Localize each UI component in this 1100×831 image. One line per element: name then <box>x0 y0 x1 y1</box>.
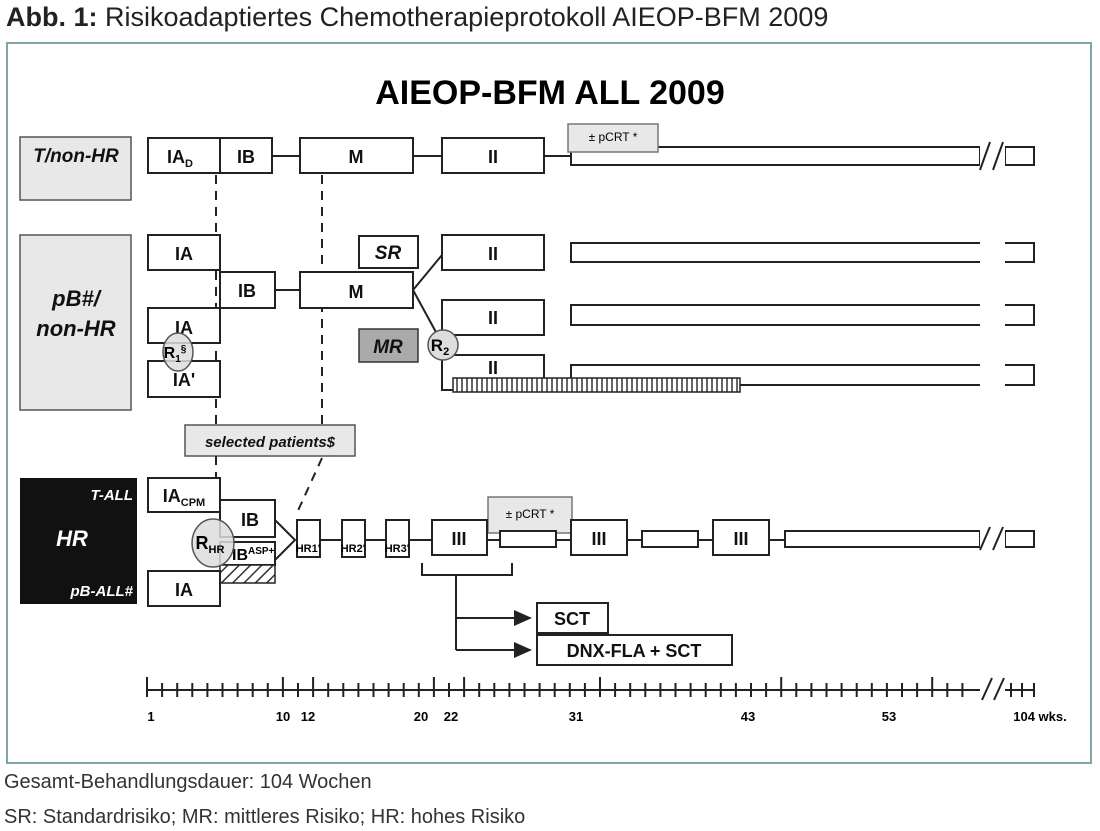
caption-prefix: Abb. 1: <box>6 2 98 32</box>
tick-label: 22 <box>444 709 458 724</box>
dnx-label: DNX-FLA + SCT <box>567 641 702 661</box>
block-hr1-label: HR1' <box>296 543 321 555</box>
block-ii-label: II <box>488 308 498 328</box>
mr-box <box>358 328 419 363</box>
footer-line-2: SR: Standardrisiko; MR: mittleres Risiko… <box>4 806 526 828</box>
block-iii-label: III <box>451 529 466 549</box>
maintenance-bar <box>570 304 1035 326</box>
tick-label: 104 wks. <box>1013 709 1067 724</box>
block-m <box>299 271 414 309</box>
maintenance-bar-end <box>1004 530 1035 548</box>
block-m <box>299 137 414 174</box>
block-iacpm-label: IACPM <box>163 486 205 509</box>
mr-label: MR <box>373 337 403 358</box>
block-ia-prime-label: IA' <box>173 370 195 390</box>
tick-label: 53 <box>882 709 896 724</box>
rhr-node <box>191 518 235 568</box>
block-iii <box>712 519 770 556</box>
block-hr3-label: HR3' <box>385 543 410 555</box>
caption-text: Risikoadaptiertes Chemotherapieprotokoll… <box>97 2 829 32</box>
tick-label: 10 <box>276 709 290 724</box>
block-hr2 <box>341 519 366 558</box>
r1-label: R1§ <box>164 344 187 365</box>
footer-line-1: Gesamt-Behandlungsdauer: 104 Wochen <box>4 771 372 793</box>
block-ib-label: IB <box>237 147 255 167</box>
sct-label: SCT <box>554 609 590 629</box>
tick-label: 12 <box>301 709 315 724</box>
figure-frame <box>6 42 1092 764</box>
maintenance-bar <box>570 242 1035 263</box>
group-hr <box>20 478 137 604</box>
block-m-label: M <box>349 147 364 167</box>
sr-box <box>358 235 419 269</box>
block-ib-label: IB <box>238 281 256 301</box>
hatched-bar <box>452 377 741 393</box>
pcrt-label: ± pCRT * <box>589 130 638 144</box>
pb-all-label: pB-ALL# <box>70 583 134 600</box>
pcrt-label: ± pCRT * <box>506 507 555 521</box>
block-hr2-label: HR2' <box>341 543 366 555</box>
hr-label: HR <box>56 526 88 551</box>
group-pb-non-hr <box>19 234 132 411</box>
break-mark <box>979 141 1004 551</box>
block-ia <box>147 234 221 271</box>
hatched-block <box>219 564 276 584</box>
block-ib-label: IB <box>241 510 259 530</box>
block-ii <box>441 299 545 336</box>
block-ib <box>219 137 273 174</box>
tick-label: 20 <box>414 709 428 724</box>
figure-caption: Abb. 1: Risikoadaptiertes Chemotherapiep… <box>6 2 828 33</box>
block-ia-label: IA <box>175 580 193 600</box>
block-hr1 <box>296 519 321 558</box>
group-pb-label-2: non-HR <box>36 316 116 341</box>
group-t-non-hr <box>19 136 132 201</box>
r2-node <box>427 329 459 361</box>
timeline-axis <box>146 677 1035 701</box>
t-all-label: T-ALL <box>91 487 134 504</box>
block-m-label: M <box>349 282 364 302</box>
block-ii-label: II <box>488 147 498 167</box>
diagram-title: AIEOP-BFM ALL 2009 <box>375 74 725 112</box>
selected-patients-label: selected patients$ <box>205 434 336 451</box>
block-ib-asp-label: IBASP+ <box>232 546 275 564</box>
block-iii-label: III <box>591 529 606 549</box>
block-empty <box>499 530 557 548</box>
sr-label: SR <box>375 243 402 264</box>
block-iacpm <box>147 477 221 513</box>
dnx-box <box>536 634 733 666</box>
block-empty <box>641 530 699 548</box>
pcrt-box <box>567 123 659 153</box>
block-ia-label: IA <box>175 244 193 264</box>
block-ii <box>441 234 545 271</box>
tick-label: 1 <box>147 709 154 724</box>
r2-label: R2 <box>431 336 449 358</box>
block-ii-label: II <box>488 244 498 264</box>
block-ib <box>219 271 276 309</box>
maintenance-bar <box>784 530 981 548</box>
block-ia <box>147 570 221 607</box>
rhr-label: RHR <box>196 533 225 556</box>
r1-node <box>162 332 194 372</box>
tick-label: 43 <box>741 709 755 724</box>
block-ii <box>441 137 545 174</box>
block-iii <box>570 519 628 556</box>
break-mark <box>993 677 1005 701</box>
pcrt-box <box>487 496 573 534</box>
sct-box <box>536 602 609 634</box>
merge-arrow <box>274 519 297 561</box>
tick-label: 31 <box>569 709 583 724</box>
group-t-non-hr-label: T/non-HR <box>33 146 119 167</box>
block-iii-label: III <box>733 529 748 549</box>
block-iii <box>431 519 488 556</box>
block-hr3 <box>385 519 410 558</box>
bracket <box>421 563 513 576</box>
block-iad-label: IAD <box>167 147 193 170</box>
break-mark <box>981 677 993 701</box>
block-ii-label: II <box>488 358 498 378</box>
maintenance-bar-end <box>1004 146 1035 166</box>
selected-patients-box <box>184 424 356 457</box>
group-pb-label-1: pB#/ <box>51 286 103 311</box>
